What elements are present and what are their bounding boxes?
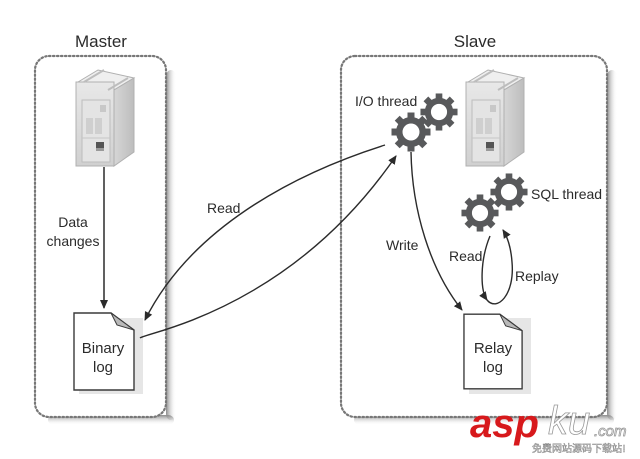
sql-thread-label: SQL thread [531,186,602,202]
master-box-shadow [166,70,176,420]
watermark-brand-red: asp [470,402,539,446]
io-thread-label: I/O thread [355,93,417,109]
master-label: Master [75,32,127,51]
replay-label: Replay [515,268,559,284]
watermark-domain: .com [594,423,627,440]
sql-thread-gear-icon-large [461,194,499,232]
binlog-to-io-arrow [139,155,397,339]
slave-label: Slave [454,32,497,51]
relay-log-label-line2: log [483,359,503,376]
data-changes-label-line1: Data [58,214,88,230]
replay-arrow [486,229,513,305]
io-thread-gear-icon-small [420,93,458,131]
binary-log-label-line1: Binary [82,340,125,357]
sql-read-label: Read [449,248,482,264]
relay-log-label-line1: Relay [474,340,513,357]
watermark-brand-grey: ku [548,399,590,443]
write-label: Write [386,237,419,253]
watermark-tagline: 免费网站源码下载站! [532,442,626,455]
master-group: Master Data changes Binary log [33,32,176,425]
slave-group: Slave I/O thread SQL thread Write Read R… [339,32,617,425]
binary-log-label-line2: log [93,359,113,376]
master-server-icon [75,69,135,167]
io-thread-gear-icon-large [391,112,431,152]
watermark: asp ku .com 免费网站源码下载站! [470,399,627,456]
data-changes-label-line2: changes [47,233,100,249]
sql-read-arrow [479,235,491,301]
slave-box-shadow [607,70,617,420]
sql-thread-gear-icon-small [490,173,528,211]
write-arrow [410,151,463,311]
slave-server-icon [465,69,525,167]
read-binlog-label: Read [207,200,240,216]
read-request-arrow [144,144,386,321]
